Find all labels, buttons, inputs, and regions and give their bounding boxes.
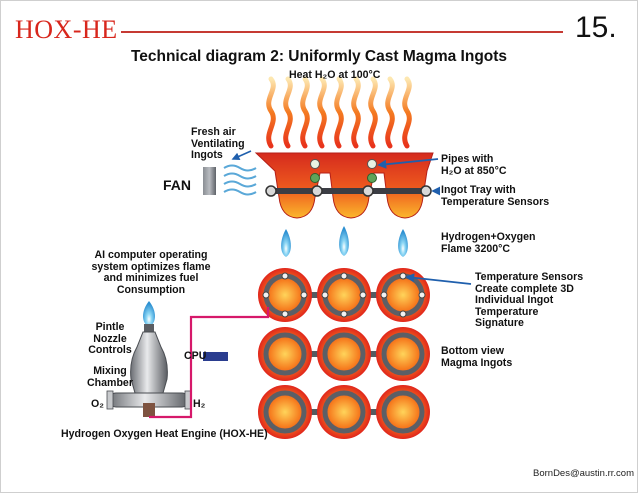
- heat-waves: [266, 76, 412, 149]
- callout-arrows: [231, 150, 472, 285]
- label-bottom-view: Bottom view Magma Ingots: [441, 345, 513, 369]
- cpu-chip-icon: [203, 352, 228, 361]
- label-o2: O₂: [91, 398, 104, 410]
- label-ai-computer: AI computer operating system optimizes f…: [91, 249, 211, 296]
- brand-logo: HOX-HE: [15, 15, 118, 44]
- label-fan: FAN: [163, 177, 191, 193]
- label-engine: Hydrogen Oxygen Heat Engine (HOX-HE): [61, 428, 268, 440]
- magma-ingots-grid: [258, 268, 430, 439]
- label-ingot-tray: Ingot Tray with Temperature Sensors: [441, 184, 550, 208]
- hox-he-engine: [106, 301, 270, 419]
- diagram-title: Technical diagram 2: Uniformly Cast Magm…: [130, 48, 508, 65]
- ingot-tray: [254, 152, 434, 219]
- label-fresh-air: Fresh air Ventilating Ingots: [191, 126, 245, 161]
- label-heat: Heat H₂O at 100°C: [289, 69, 381, 81]
- flame-icons: [281, 226, 408, 257]
- label-temperature-sensors: Temperature Sensors Create complete 3D I…: [475, 271, 584, 329]
- label-flame: Hydrogen+Oxygen Flame 3200°C: [441, 231, 536, 255]
- label-pintle: Pintle Nozzle Controls: [88, 321, 132, 356]
- label-h2: H₂: [193, 398, 206, 410]
- engine-flame-icon: [143, 301, 155, 327]
- label-mixing-chamber: Mixing Chamber: [87, 365, 133, 389]
- credit-email: BornDes@austin.rr.com: [533, 468, 634, 479]
- page-number: 15.: [575, 11, 617, 44]
- label-pipes: Pipes with H₂O at 850°C: [441, 153, 507, 177]
- label-cpu: CPU: [184, 350, 207, 362]
- fan-icon: [203, 164, 257, 196]
- header-rule: [121, 31, 563, 33]
